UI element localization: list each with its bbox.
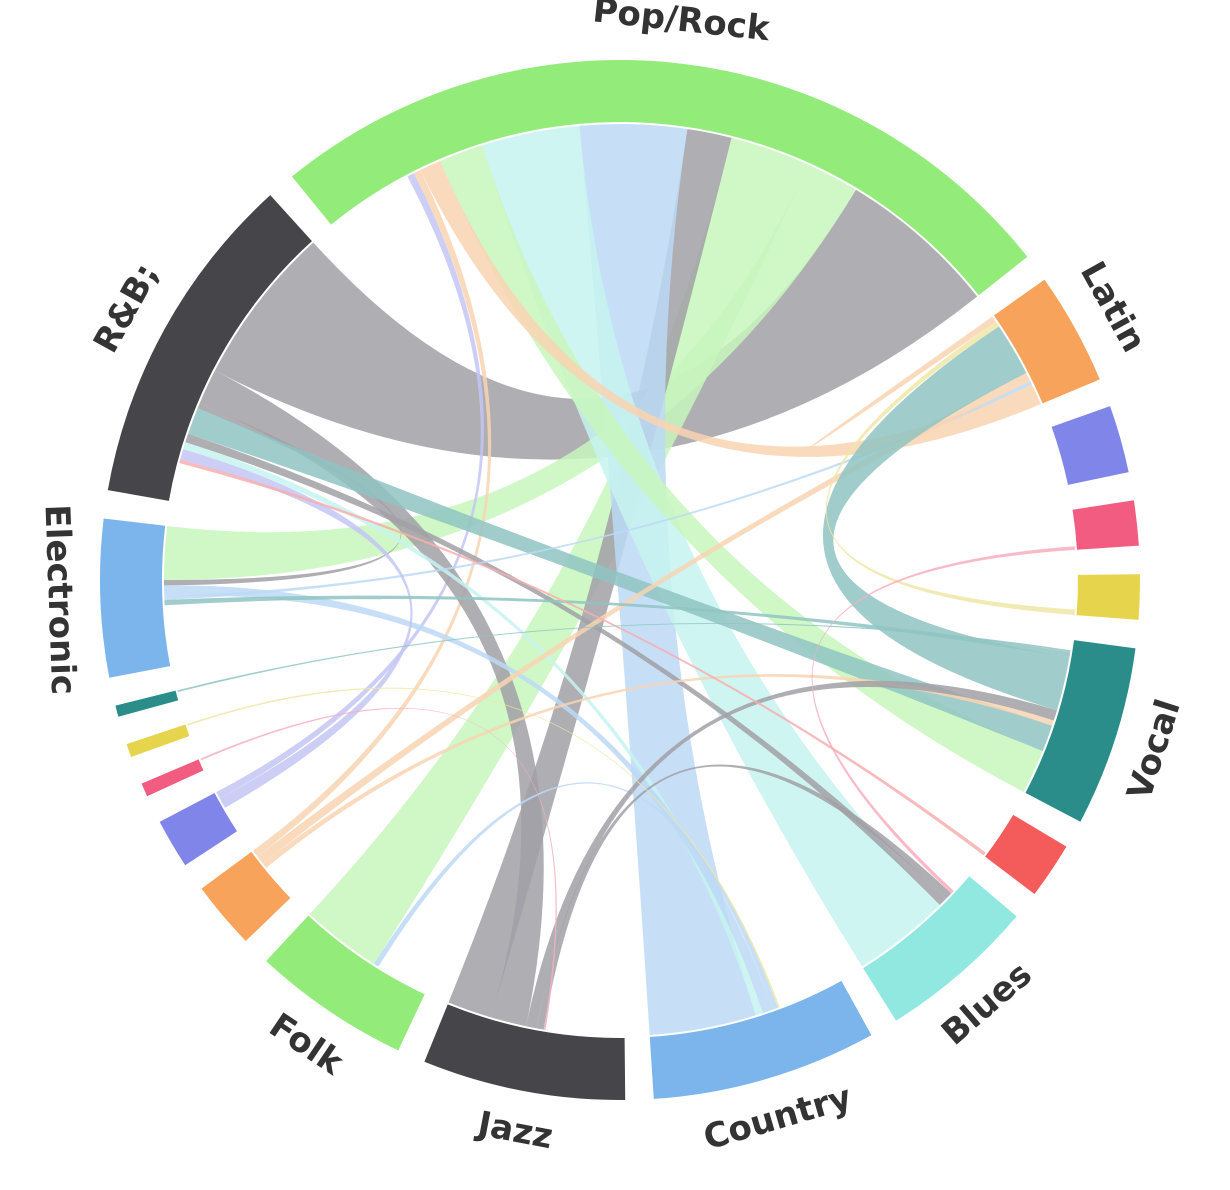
ribbon-layer xyxy=(164,124,1076,1036)
label-pop-rock: Pop/Rock xyxy=(591,0,773,49)
label-r-b: R&B; xyxy=(86,257,167,360)
arc-folk[interactable] xyxy=(266,915,425,1051)
arc-g5[interactable] xyxy=(126,724,190,758)
arc-g7[interactable] xyxy=(159,793,238,866)
arc-r-b[interactable] xyxy=(107,195,312,501)
arc-layer xyxy=(100,59,1140,1100)
label-latin: Latin xyxy=(1072,255,1154,359)
ribbon-latin-to-latin[interactable] xyxy=(806,316,996,450)
arc-vocal[interactable] xyxy=(1025,640,1136,822)
ribbon-pop-rock-to-folk[interactable] xyxy=(309,137,809,964)
arc-country[interactable] xyxy=(649,980,872,1099)
arc-latin[interactable] xyxy=(993,279,1100,404)
ribbon-r-b-to-jazz[interactable] xyxy=(199,370,544,1027)
label-electronic: Electronic xyxy=(37,504,84,696)
label-vocal: Vocal xyxy=(1120,695,1189,805)
arc-g13[interactable] xyxy=(985,814,1067,895)
label-jazz: Jazz xyxy=(473,1104,556,1158)
ribbon-r-b-to-vocal[interactable] xyxy=(188,408,1053,752)
arc-g16[interactable] xyxy=(1072,500,1139,550)
ribbon-vocal-to-latin[interactable] xyxy=(822,326,1070,711)
ribbon-pop-rock-to-electronic[interactable] xyxy=(164,164,856,581)
arc-g6[interactable] xyxy=(141,759,204,797)
ribbon-pop-rock-to-blues[interactable] xyxy=(482,125,940,967)
ribbon-pop-rock-to-r-b[interactable] xyxy=(214,189,978,460)
arc-g15[interactable] xyxy=(1076,574,1140,620)
arc-g4[interactable] xyxy=(115,690,179,717)
arc-pop-rock[interactable] xyxy=(291,59,1028,296)
label-folk: Folk xyxy=(262,1006,351,1084)
ribbon-pop-rock-to-vocal[interactable] xyxy=(440,145,1043,792)
arc-blues[interactable] xyxy=(863,876,1017,1021)
ribbon-folk-to-country[interactable] xyxy=(373,782,779,1010)
arc-g17[interactable] xyxy=(1051,406,1129,485)
arc-electronic[interactable] xyxy=(100,518,171,678)
arc-jazz[interactable] xyxy=(424,1004,626,1100)
arc-g8[interactable] xyxy=(201,851,291,942)
